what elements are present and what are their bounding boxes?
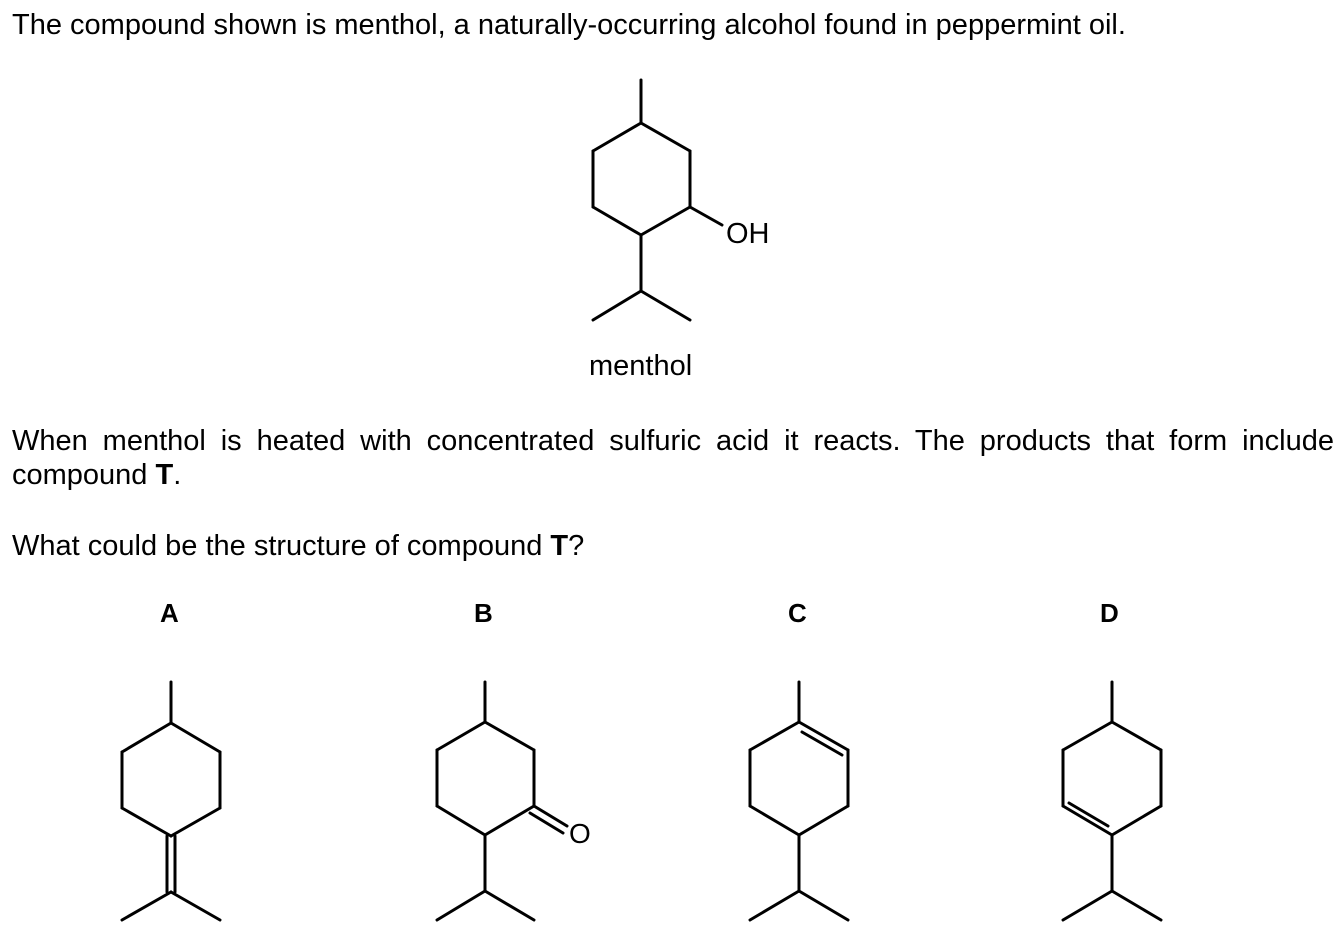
menthol-caption: menthol [589, 350, 693, 382]
option-d-structure [1061, 680, 1163, 922]
option-c-structure [748, 680, 850, 922]
option-a-structure [120, 680, 222, 922]
option-b-label[interactable]: B [474, 598, 493, 628]
menthol-structure [591, 78, 724, 322]
option-b-oxygen-label: O [569, 818, 591, 849]
option-b-structure [435, 680, 569, 922]
compound-t-label-2: T [550, 530, 569, 562]
question-mark: ? [568, 530, 585, 562]
menthol-oh-label: OH [726, 218, 770, 250]
reaction-text-start: When menthol is heated with concentrated… [12, 425, 1334, 491]
option-d-label[interactable]: D [1100, 598, 1119, 628]
question-text-start: What could be the structure of compound [12, 530, 551, 562]
option-c-label[interactable]: C [788, 598, 807, 628]
question-text: What could be the structure of compound … [12, 529, 584, 563]
reaction-text: When menthol is heated with concentrated… [12, 424, 1334, 492]
reaction-text-end: . [173, 459, 182, 491]
option-a-label[interactable]: A [160, 598, 179, 628]
intro-text: The compound shown is menthol, a natural… [12, 9, 1126, 41]
compound-t-label: T [155, 459, 174, 491]
